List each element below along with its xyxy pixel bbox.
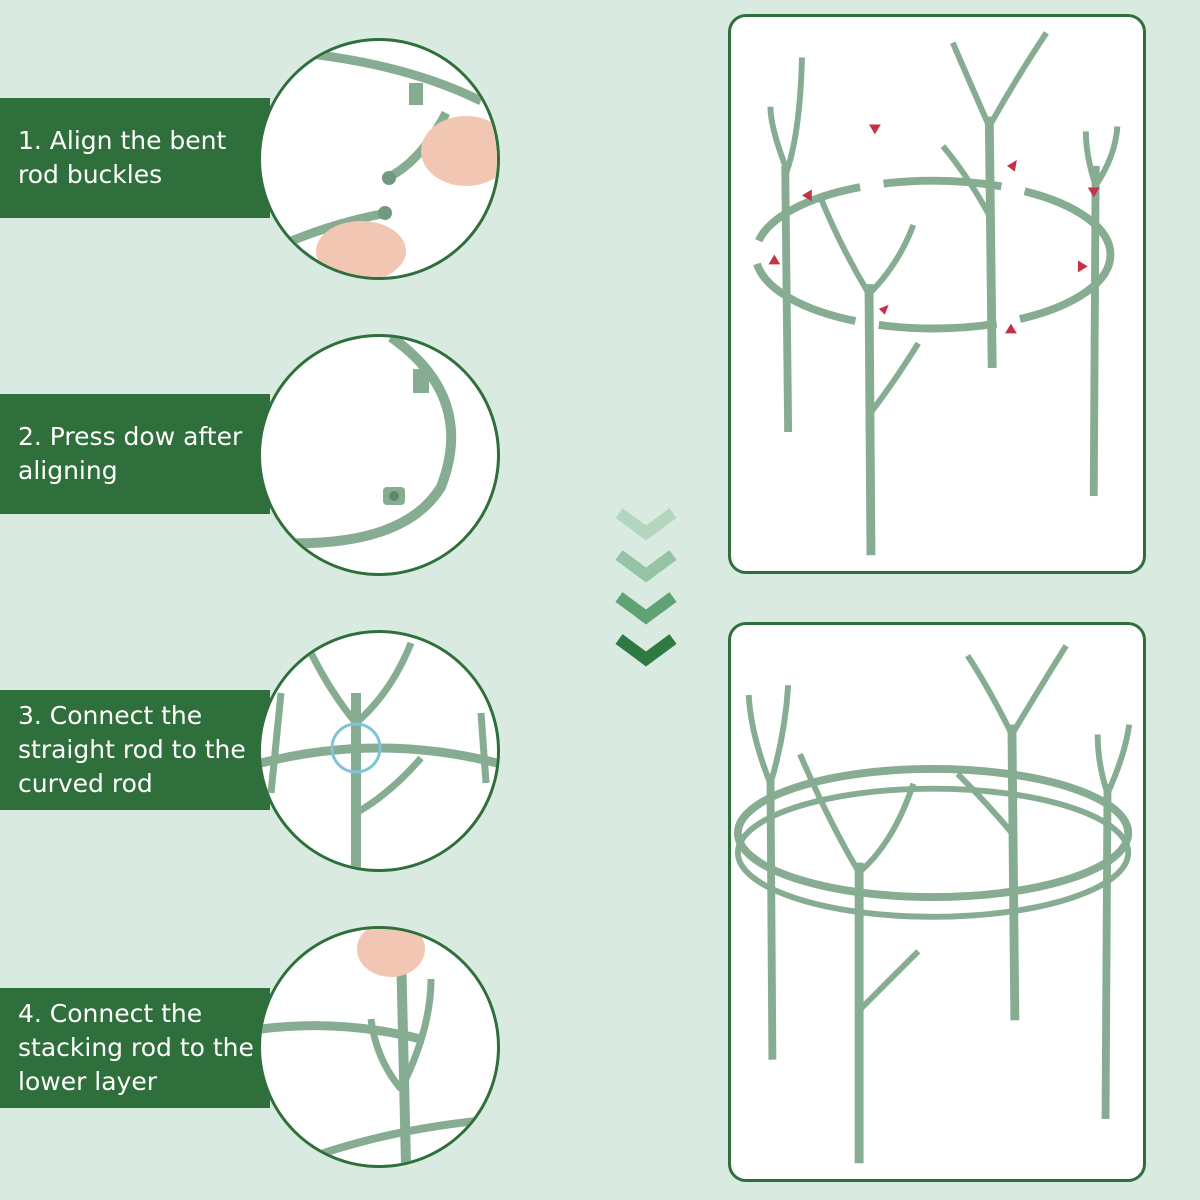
step-2-band: 2. Press dow after aligning bbox=[0, 394, 270, 514]
step-4-image bbox=[258, 926, 500, 1168]
step-4-label: 4. Connect the stacking rod to the lower… bbox=[18, 999, 254, 1096]
assembled-frame-panel bbox=[728, 622, 1146, 1182]
red-arrow-icon bbox=[768, 124, 1100, 334]
step-3-label: 3. Connect the straight rod to the curve… bbox=[18, 701, 246, 798]
step-2-image bbox=[258, 334, 500, 576]
step-1-image bbox=[258, 38, 500, 280]
step-4-band: 4. Connect the stacking rod to the lower… bbox=[0, 988, 270, 1108]
step-3-band: 3. Connect the straight rod to the curve… bbox=[0, 690, 270, 810]
step-1-band: 1. Align the bent rod buckles bbox=[0, 98, 270, 218]
unassembled-frame-panel bbox=[728, 14, 1146, 574]
step-2-label: 2. Press dow after aligning bbox=[18, 422, 243, 485]
step-1-label: 1. Align the bent rod buckles bbox=[18, 126, 227, 189]
down-chevron-icon bbox=[615, 508, 677, 667]
step-3-image bbox=[258, 630, 500, 872]
